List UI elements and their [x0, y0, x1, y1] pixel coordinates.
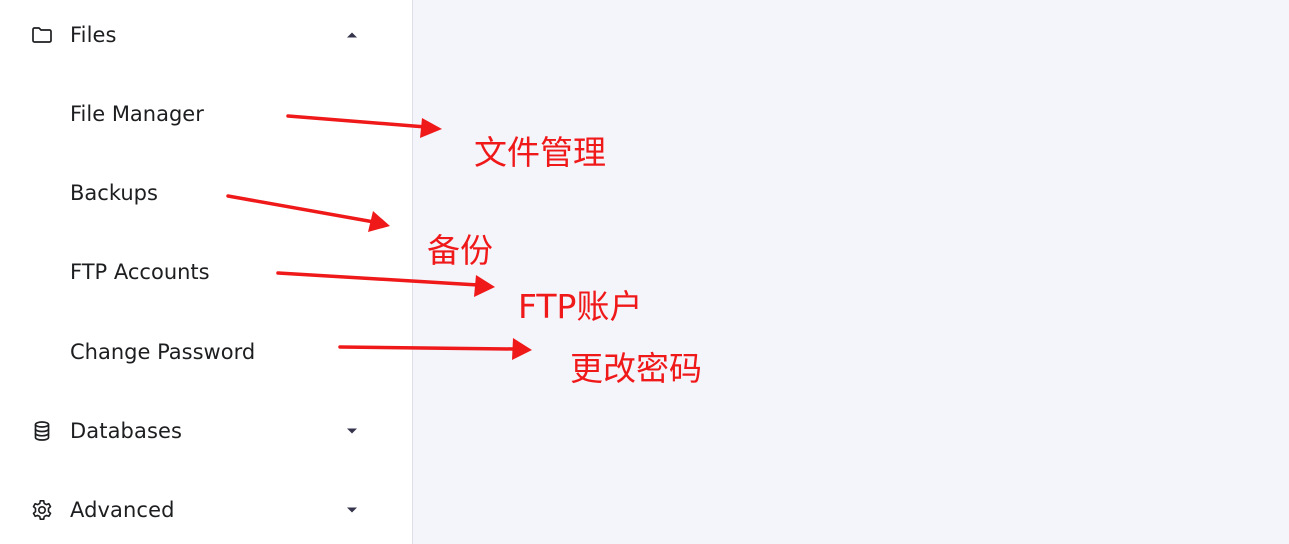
sidebar-subitem-change-password[interactable]: Change Password	[0, 326, 413, 378]
sidebar-subitem-backups[interactable]: Backups	[0, 167, 413, 219]
sidebar-item-label: Databases	[70, 419, 183, 443]
chevron-down-icon	[345, 426, 359, 436]
sidebar: Files File Manager Backups FTP Accounts …	[0, 0, 413, 544]
sidebar-subitem-label: File Manager	[70, 102, 204, 126]
sidebar-subitem-file-manager[interactable]: File Manager	[0, 88, 413, 140]
sidebar-subitem-label: Change Password	[70, 340, 256, 364]
chevron-up-icon	[345, 30, 359, 40]
annotation-label-ftp-accounts: FTP账户	[518, 287, 643, 326]
database-icon	[30, 419, 54, 443]
sidebar-item-label: Files	[70, 23, 117, 47]
sidebar-item-files[interactable]: Files	[0, 9, 413, 61]
gear-icon	[30, 498, 54, 522]
sidebar-item-label: Advanced	[70, 498, 175, 522]
folder-icon	[30, 23, 54, 47]
main-content-area	[414, 0, 1289, 544]
annotation-label-file-manager: 文件管理	[474, 133, 606, 172]
sidebar-subitem-ftp-accounts[interactable]: FTP Accounts	[0, 246, 413, 298]
sidebar-subitem-label: FTP Accounts	[70, 260, 210, 284]
chevron-down-icon	[345, 505, 359, 515]
sidebar-item-advanced[interactable]: Advanced	[0, 484, 413, 536]
sidebar-subitem-label: Backups	[70, 181, 158, 205]
annotation-label-change-password: 更改密码	[570, 349, 702, 388]
annotation-label-backups: 备份	[427, 231, 493, 270]
sidebar-item-databases[interactable]: Databases	[0, 405, 413, 457]
